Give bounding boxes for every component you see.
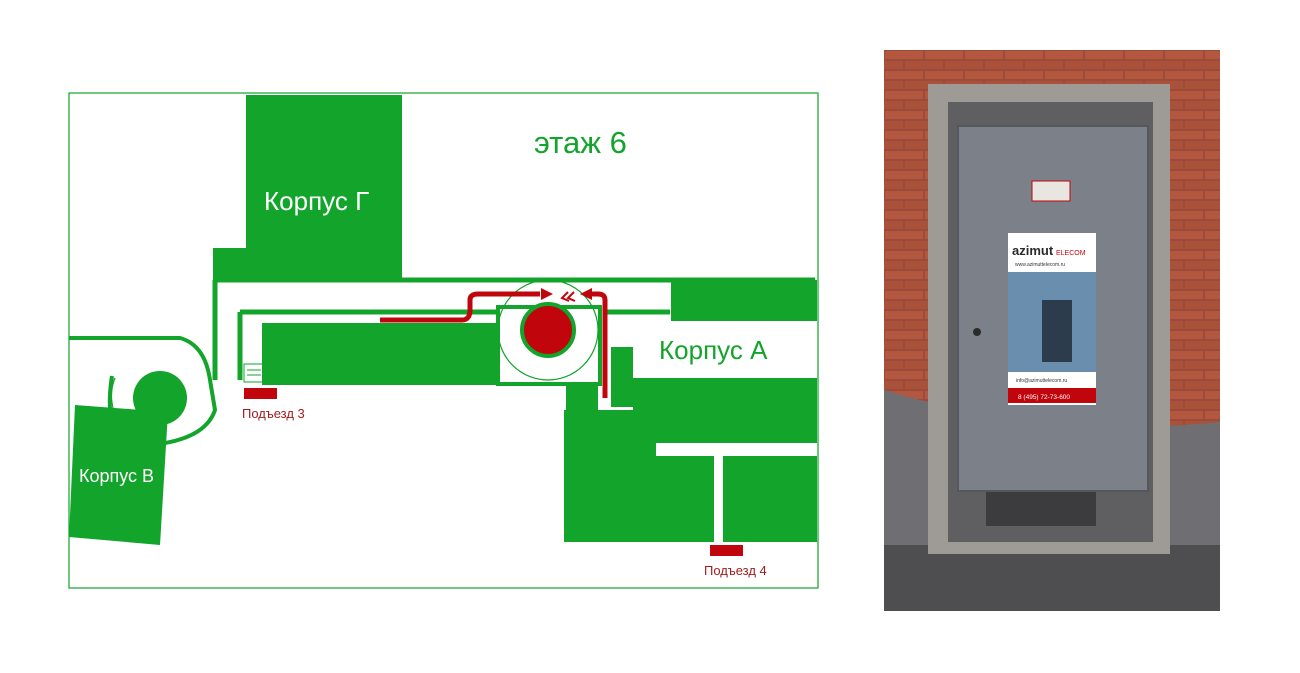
doormat [986, 492, 1096, 526]
poster-phone: 8 (495) 72-73-600 [1018, 394, 1070, 401]
rotunda-frame [496, 305, 602, 386]
stair-icon [243, 363, 265, 383]
building-g-label: Корпус Г [264, 186, 369, 216]
destination-marker [520, 302, 576, 358]
poster-email: info@azimuttelecom.ru [1016, 378, 1067, 384]
entrance-3-label: Подъезд 3 [242, 406, 305, 421]
poster-brand-suffix: ELECOM [1056, 250, 1086, 257]
building-g [246, 95, 402, 280]
floor-plan-map: этаж 6 Корпус Г Корпус А Корпус В Подъез… [68, 92, 819, 589]
building-a-stair [566, 382, 598, 410]
building-v-label: Корпус В [79, 466, 154, 486]
route-arrow-head-right [580, 288, 592, 300]
building-a-lower-left [564, 410, 656, 542]
rotunda-ring [497, 279, 599, 381]
route-arrows [380, 291, 608, 398]
floor [884, 545, 1220, 611]
map-frame [68, 92, 819, 589]
poster-servers-icon [1042, 300, 1072, 362]
target-chevron-icon [560, 291, 576, 302]
poster-brand: azimut [1012, 243, 1054, 258]
entrance-door-photo: azimut ELECOM www.azimuttelecom.ru info@… [884, 50, 1220, 611]
entrance-3-marker [244, 388, 277, 399]
door-sign-small [1031, 180, 1071, 202]
building-a-lower-mid [656, 456, 714, 542]
entrance-4-label: Подъезд 4 [704, 563, 767, 578]
building-a-lower-right [723, 456, 817, 542]
entrance-4-marker [710, 545, 743, 556]
poster-url: www.azimuttelecom.ru [1015, 262, 1065, 268]
building-a-label: Корпус А [659, 335, 768, 365]
building-a-top [671, 280, 817, 321]
door-lock-icon [973, 328, 981, 336]
building-g-wing [213, 248, 248, 280]
building-a-mid [611, 347, 633, 407]
corridor-block [262, 323, 502, 385]
building-v [69, 405, 168, 545]
building-a-right [633, 378, 817, 443]
route-arrow-head-left [541, 288, 553, 300]
floor-label: этаж 6 [534, 125, 627, 160]
poster-phone-bar [1008, 388, 1096, 403]
